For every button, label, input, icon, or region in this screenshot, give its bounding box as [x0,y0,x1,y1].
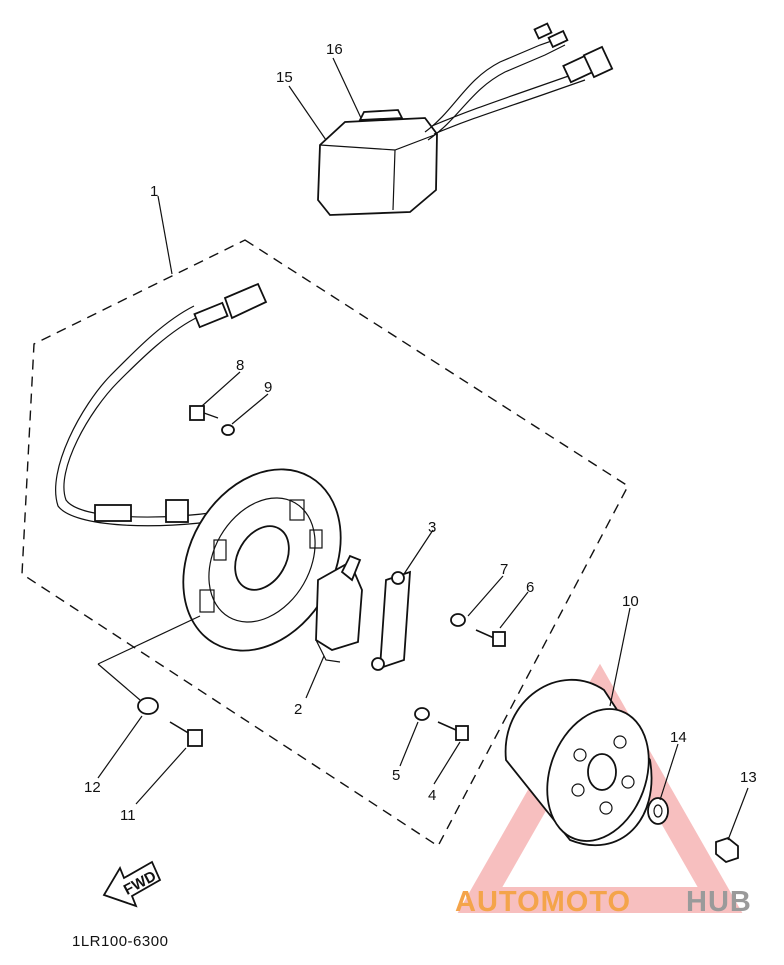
part-label-13: 13 [740,769,757,786]
washer-14 [647,797,669,825]
lighting-coil [371,570,411,671]
washer-5 [414,707,430,721]
part-label-12: 12 [84,779,101,796]
part-label-14: 14 [670,729,687,746]
washer-9 [221,424,235,436]
watermark-text-automoto: AUTOMOTO [455,886,632,918]
part-label-9: 9 [264,379,272,396]
part-label-10: 10 [622,593,639,610]
nut-13 [715,836,739,864]
screw-6 [475,629,506,647]
part-label-2: 2 [294,701,302,718]
stator-plate [182,468,342,652]
screw-4 [437,721,469,741]
leader-lines [97,57,749,841]
part-label-3: 3 [428,519,436,536]
screw-8 [189,405,219,421]
part-label-16: 16 [326,41,343,58]
screw-11 [169,721,203,747]
part-label-7: 7 [500,561,508,578]
part-label-15: 15 [276,69,293,86]
drawing-code: 1LR100-6300 [72,933,168,950]
washer-7 [450,613,466,627]
watermark-text-hub: HUB [686,886,752,918]
washer-12 [137,697,159,715]
flywheel-rotor [504,678,653,846]
assembly-boundary [21,239,629,848]
part-label-6: 6 [526,579,534,596]
part-label-8: 8 [236,357,244,374]
stator-wire-harness [55,282,268,527]
fwd-arrow: FWD [102,860,162,908]
part-label-11: 11 [120,807,136,824]
cdi-unit [317,22,614,216]
part-label-1: 1 [150,183,158,200]
pulser-coil [315,554,363,663]
part-label-4: 4 [428,787,436,804]
part-label-5: 5 [392,767,400,784]
